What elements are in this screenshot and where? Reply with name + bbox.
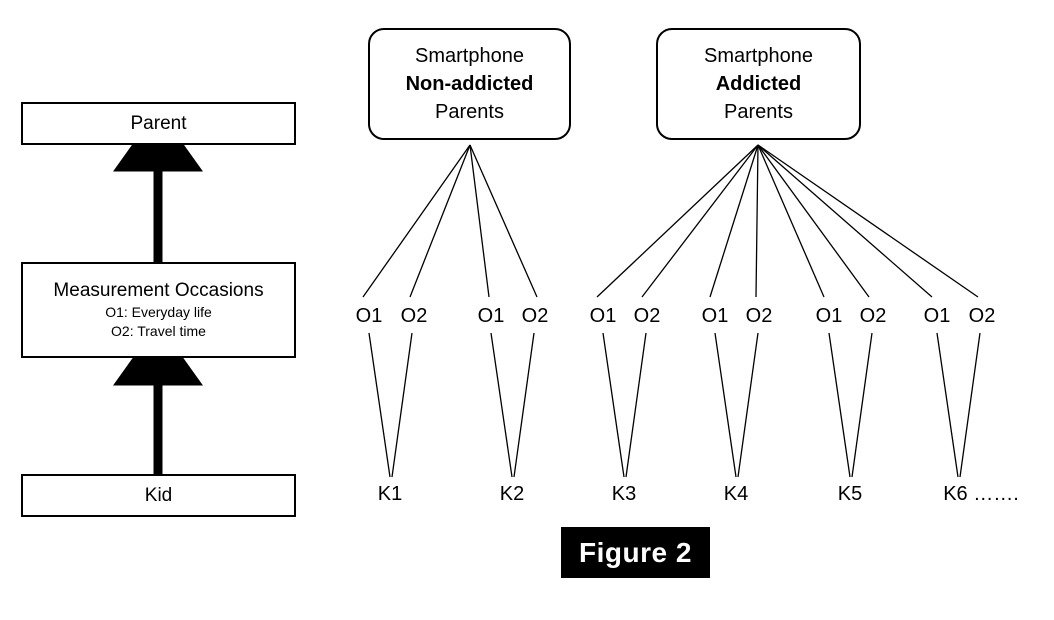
- occasion-label-10: O2: [859, 305, 887, 327]
- group-addicted-line2: Addicted: [715, 73, 802, 95]
- kid-label-k4: K4: [723, 483, 749, 505]
- occasion-label-6: O2: [633, 305, 661, 327]
- group-box-nonaddicted-parents: Smartphone Non-addicted Parents: [368, 28, 571, 140]
- measurement-occasions-label: Measurement Occasions: [53, 280, 264, 301]
- kid-label-k1: K1: [377, 483, 403, 505]
- occasion-label-4: O2: [521, 305, 549, 327]
- occasion-label-11: O1: [923, 305, 951, 327]
- kid-box-label: Kid: [144, 484, 173, 506]
- parent-box: Parent: [21, 102, 296, 145]
- group-addicted-line1: Smartphone: [704, 45, 813, 67]
- occasion-label-3: O1: [477, 305, 505, 327]
- fan-nonaddicted: [362, 144, 538, 298]
- kid-label-k3: K3: [611, 483, 637, 505]
- group-box-addicted-parents: Smartphone Addicted Parents: [656, 28, 861, 140]
- occasion-definition-o1: O1: Everyday life: [105, 304, 212, 320]
- occasion-label-1: O1: [355, 305, 383, 327]
- occasion-label-2: O2: [400, 305, 428, 327]
- group-nonaddicted-line2: Non-addicted: [405, 73, 534, 95]
- figure-caption: Figure 2: [561, 527, 710, 578]
- occasion-to-kid-links: [368, 332, 981, 478]
- group-addicted-line3: Parents: [724, 101, 793, 123]
- group-nonaddicted-line1: Smartphone: [415, 45, 524, 67]
- occasion-definition-o2: O2: Travel time: [111, 323, 206, 339]
- occasion-label-5: O1: [589, 305, 617, 327]
- kid-label-k5: K5: [837, 483, 863, 505]
- kid-label-k6: K6 …….: [943, 483, 1019, 505]
- occasion-label-8: O2: [745, 305, 773, 327]
- kid-box: Kid: [21, 474, 296, 517]
- fan-addicted: [596, 144, 979, 298]
- measurement-occasions-box: Measurement Occasions O1: Everyday life …: [21, 262, 296, 358]
- occasion-label-9: O1: [815, 305, 843, 327]
- group-nonaddicted-line3: Parents: [435, 101, 504, 123]
- parent-box-label: Parent: [130, 112, 187, 134]
- occasion-label-12: O2: [968, 305, 996, 327]
- kid-label-k2: K2: [499, 483, 525, 505]
- occasion-label-7: O1: [701, 305, 729, 327]
